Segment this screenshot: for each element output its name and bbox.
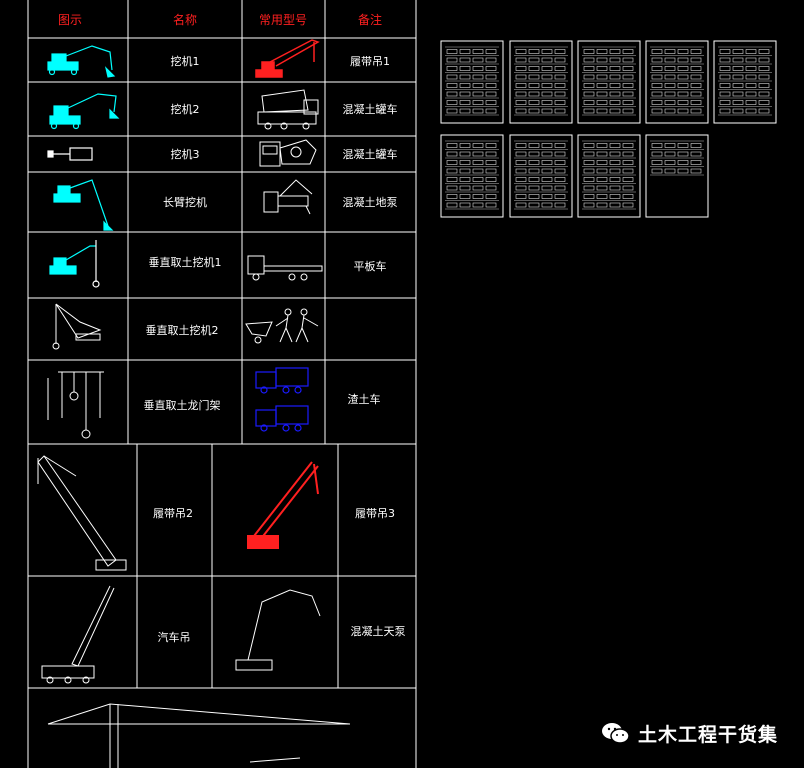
header-figure: 图示: [58, 13, 82, 27]
sheet-thumbnail[interactable]: [577, 40, 641, 124]
header-name: 名称: [173, 12, 197, 27]
sheet-thumbnails: [440, 40, 777, 218]
row-5-name: 垂直取土挖机1: [149, 255, 222, 269]
crawler-crane-icon: [255, 39, 320, 78]
vertical-crane-icon: [52, 303, 102, 350]
row-9-remark: 混凝土天泵: [351, 624, 406, 638]
row-1-remark: 履带吊1: [350, 55, 390, 68]
row-5-remark: 平板车: [354, 259, 387, 273]
row-1-name: 挖机1: [171, 54, 200, 68]
table-header: 图示 名称 常用型号 备注: [58, 12, 382, 27]
truck-crane-icon: [41, 585, 115, 684]
watermark-text: 土木工程干货集: [638, 723, 779, 746]
concrete-boom-pump-icon: [235, 589, 321, 671]
row-7-remark: 渣土车: [348, 392, 381, 406]
header-remark: 备注: [358, 12, 382, 27]
row-8-name: 履带吊2: [153, 507, 193, 520]
table-text: 挖机1 履带吊1 挖机2 混凝土罐车 挖机3 混凝土罐车 长臂挖机 混凝土地泵 …: [144, 54, 406, 644]
sheet-thumbnail[interactable]: [509, 134, 573, 218]
sheet-thumbnail[interactable]: [440, 40, 504, 124]
table-grid: [27, 0, 417, 768]
long-arm-excavator-icon: [53, 179, 114, 231]
watermark: 土木工程干货集: [600, 719, 778, 747]
sheet-thumbnail[interactable]: [509, 40, 573, 124]
row-6-name: 垂直取土挖机2: [146, 323, 219, 337]
dump-truck-icon: [255, 405, 309, 432]
wechat-icon: [602, 723, 630, 744]
dump-truck-icon: [255, 367, 309, 394]
excavator-icon: [47, 45, 116, 78]
row-2-remark: 混凝土罐车: [343, 102, 398, 116]
sheet-thumbnail[interactable]: [577, 134, 641, 218]
row-4-remark: 混凝土地泵: [343, 195, 398, 209]
sheet-thumbnail[interactable]: [713, 40, 777, 124]
pump-truck-icon: [263, 179, 313, 215]
row-4-name: 长臂挖机: [163, 195, 207, 209]
row-2-name: 挖机2: [171, 102, 200, 116]
mini-excavator-icon: [47, 147, 93, 161]
crawler-crane-2-icon: [37, 455, 127, 571]
mixer-truck-icon: [257, 89, 319, 130]
header-common-model: 常用型号: [259, 13, 307, 27]
row-7-name: 垂直取土龙门架: [144, 398, 221, 412]
row-3-name: 挖机3: [171, 147, 200, 161]
crawler-crane-3-icon: [247, 461, 319, 549]
sheet-thumbnail[interactable]: [645, 40, 709, 124]
sheet-thumbnail[interactable]: [440, 134, 504, 218]
workers-cart-icon: [245, 308, 319, 344]
vertical-excavator-icon: [49, 240, 100, 288]
excavator-icon: [49, 93, 120, 130]
gantry-icon: [47, 371, 104, 439]
sheet-thumbnail[interactable]: [645, 134, 709, 218]
row-3-remark: 混凝土罐车: [343, 147, 398, 161]
mixer-truck-icon: [259, 139, 317, 167]
tower-crane-icon: [47, 703, 351, 768]
flatbed-truck-icon: [247, 255, 323, 281]
row-8-remark: 履带吊3: [355, 507, 395, 520]
row-9-name: 汽车吊: [158, 630, 191, 644]
